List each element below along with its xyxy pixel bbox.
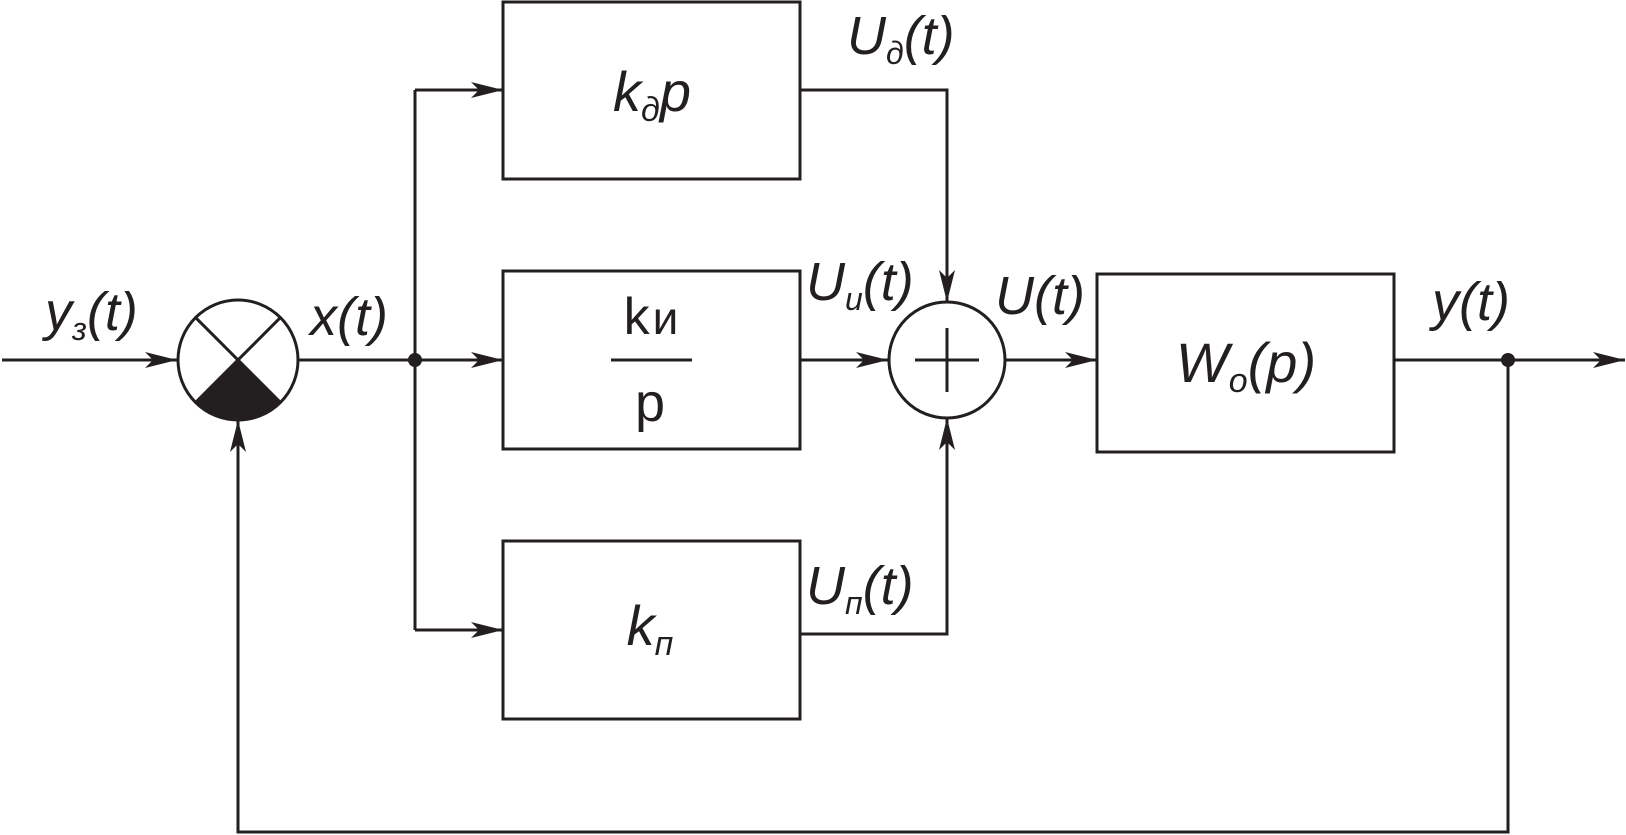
proportional-output-arrow: [800, 418, 955, 636]
derivative-output-arrow: [800, 88, 955, 302]
comparator-cross-line-b: [194, 316, 282, 404]
proportional-block: [501, 539, 802, 721]
input-signal-label: yз(t): [41, 282, 138, 347]
comparator: [176, 298, 300, 422]
comparator-circle: [176, 298, 300, 422]
plus-icon: [915, 328, 979, 392]
summing-circle: [887, 300, 1007, 420]
branch-node-dot: [408, 353, 422, 367]
proportional-block-label: kп: [627, 594, 674, 663]
integral-denominator: p: [635, 373, 665, 433]
plant-block-label: Wo(p): [1176, 331, 1316, 400]
comparator-filled-sector: [195, 360, 281, 420]
integral-output-label: Uи(t): [806, 252, 914, 317]
integral-numerator: kи: [624, 288, 679, 346]
feedback-path-arrow: [230, 360, 1510, 834]
summing-junction: [887, 300, 1007, 420]
error-signal-label: x(t): [307, 287, 388, 347]
sum-output-label: U(t): [995, 266, 1085, 326]
proportional-output-label: Uп(t): [806, 556, 914, 621]
output-signal-label: y(t): [1428, 272, 1510, 332]
derivative-block: [501, 0, 802, 181]
plant-block: [1095, 272, 1396, 454]
derivative-block-label: kдp: [613, 60, 691, 129]
output-node-dot: [1501, 353, 1515, 367]
derivative-output-label: Uд(t): [847, 6, 955, 71]
